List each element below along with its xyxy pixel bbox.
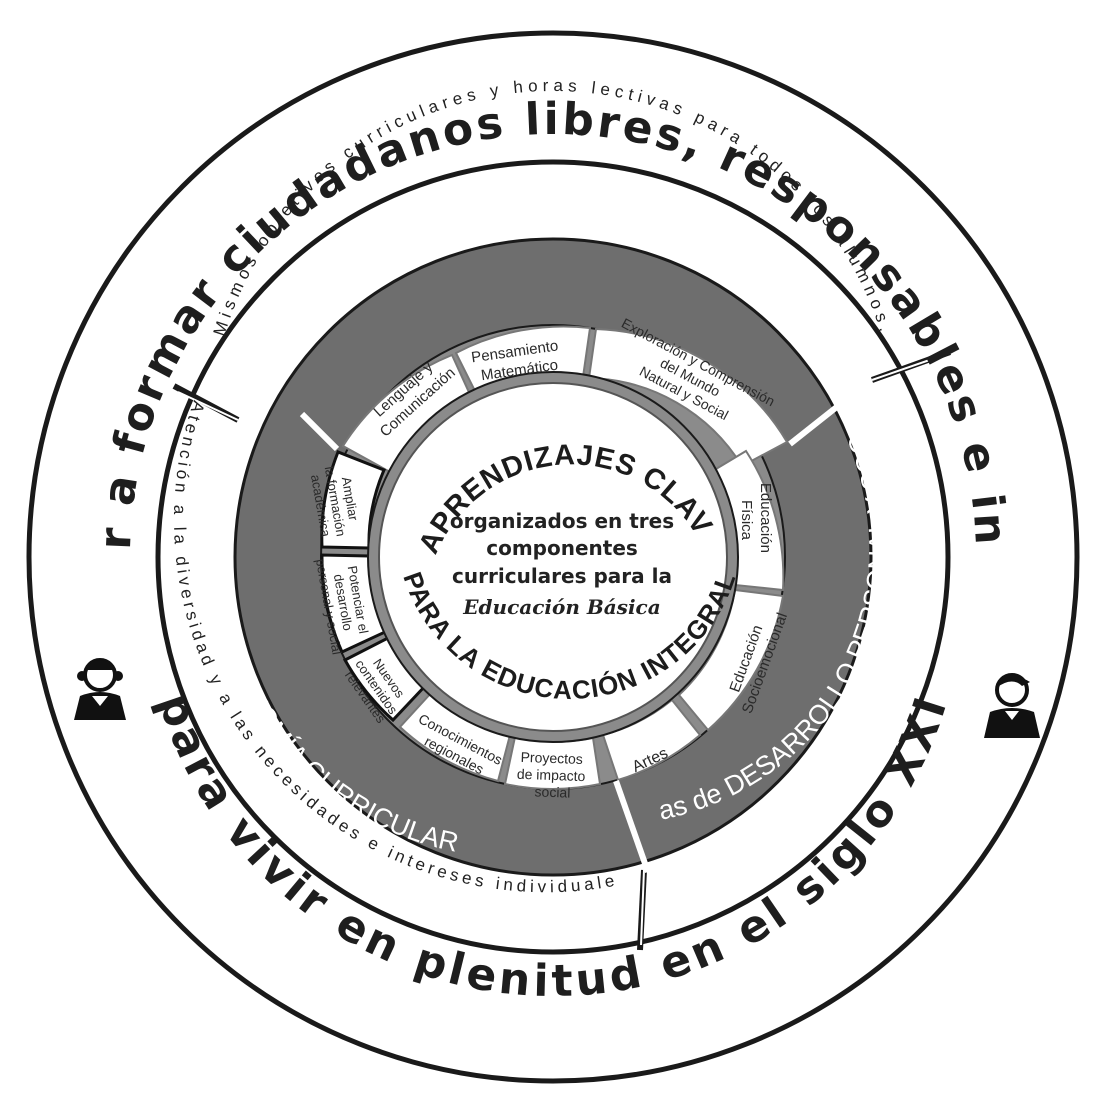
core-line-2: componentes [486, 536, 638, 560]
boy-student-icon [984, 673, 1040, 738]
core-emphasis: Educación Básica [462, 595, 660, 619]
item-proyectos: Proyectos de impacto social [516, 749, 590, 801]
item-ampliar: Ampliar la formación académica [307, 463, 364, 544]
core-line-1: organizados en tres [450, 509, 674, 533]
item-fisica: Educación Física [738, 483, 774, 557]
girl-student-icon [74, 658, 126, 720]
band-dividers [172, 349, 952, 951]
segment-exploracion [587, 327, 789, 468]
core-circle [367, 371, 739, 743]
core-line-3: curriculares para la [452, 564, 672, 588]
